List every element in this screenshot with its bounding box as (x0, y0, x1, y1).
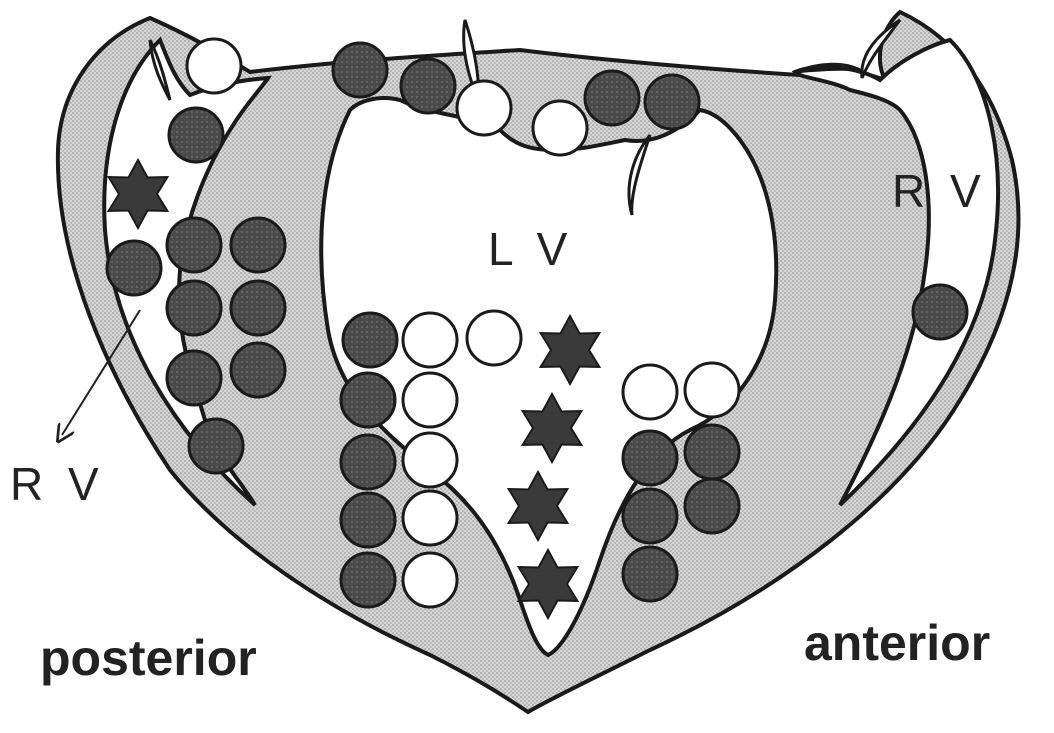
filled-circle-marker-1 (333, 43, 387, 97)
rv-left-label: R V (10, 458, 105, 510)
filled-circle-marker-20 (685, 425, 739, 479)
filled-circle-marker-5 (167, 218, 221, 272)
open-circle-marker-5 (467, 311, 521, 365)
filled-circle-marker-21 (623, 489, 677, 543)
filled-circle-marker-4 (107, 241, 161, 295)
lv-label: L V (488, 223, 573, 275)
filled-circle-marker-19 (623, 431, 677, 485)
open-circle-marker-3 (533, 101, 587, 155)
rv-right-label: R V (892, 165, 987, 217)
filled-circle-marker-8 (231, 281, 285, 335)
posterior-label: posterior (40, 630, 257, 686)
filled-circle-marker-14 (341, 435, 395, 489)
open-circle-marker-2 (457, 81, 511, 135)
filled-circle-marker-9 (167, 351, 221, 405)
open-circle-marker-8 (403, 491, 457, 545)
filled-circle-marker-13 (341, 373, 395, 427)
filled-circle-marker-3 (169, 108, 223, 162)
filled-circle-marker-24 (913, 285, 967, 339)
rv-right-flap (795, 64, 860, 72)
filled-circle-marker-12 (343, 313, 397, 367)
open-circle-marker-10 (623, 365, 677, 419)
open-circle-marker-1 (187, 39, 241, 93)
filled-circle-marker-6 (231, 218, 285, 272)
open-circle-marker-6 (403, 373, 457, 427)
filled-circle-marker-11 (189, 419, 243, 473)
filled-circle-marker-2 (401, 59, 455, 113)
anterior-label: anterior (804, 615, 990, 671)
filled-circle-marker-16 (341, 553, 395, 607)
filled-circle-marker-23 (623, 547, 677, 601)
open-circle-marker-4 (403, 313, 457, 367)
open-circle-marker-7 (403, 433, 457, 487)
filled-circle-marker-15 (341, 493, 395, 547)
filled-circle-marker-22 (685, 479, 739, 533)
filled-circle-marker-7 (167, 281, 221, 335)
filled-circle-marker-18 (645, 75, 699, 129)
filled-circle-marker-10 (231, 343, 285, 397)
filled-circle-marker-17 (585, 71, 639, 125)
open-circle-marker-11 (685, 363, 739, 417)
open-circle-marker-9 (403, 553, 457, 607)
